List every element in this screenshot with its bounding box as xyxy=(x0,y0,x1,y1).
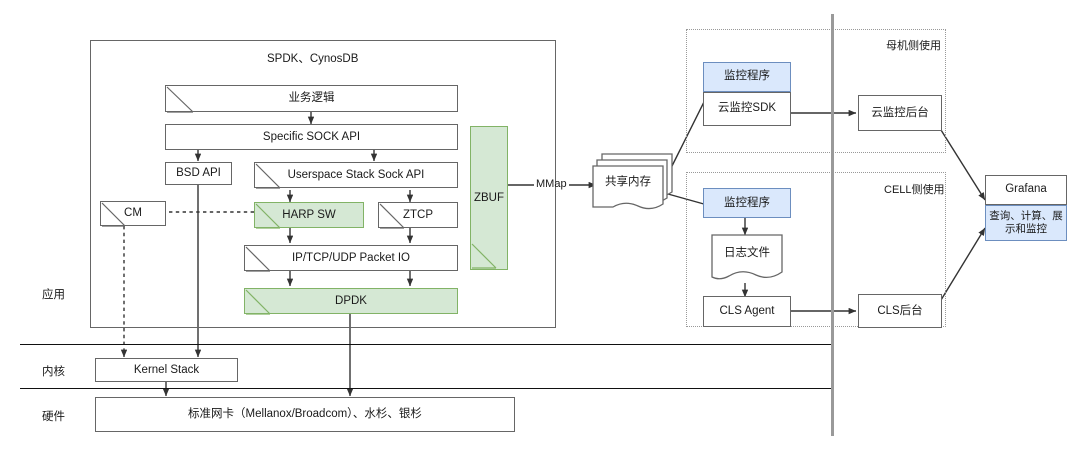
corner-fold-icon xyxy=(245,246,271,272)
corner-fold-icon xyxy=(471,243,497,269)
box-label: 监控程序 xyxy=(724,196,770,209)
box-label: 云监控后台 xyxy=(871,106,929,119)
cloud-monitor-top-row[interactable]: 监控程序 xyxy=(703,62,791,92)
box-grafana-stack[interactable]: Grafana 查询、计算、展示和监控 xyxy=(985,175,1067,241)
box-packet-io[interactable]: IP/TCP/UDP Packet IO xyxy=(244,245,458,272)
box-label: BSD API xyxy=(176,167,221,180)
box-monitor-program-cell[interactable]: 监控程序 xyxy=(703,188,791,218)
box-harp-sw[interactable]: HARP SW xyxy=(254,202,364,229)
box-bsd-api[interactable]: BSD API xyxy=(165,162,232,185)
cloud-monitor-bottom-row[interactable]: 云监控SDK xyxy=(703,92,791,126)
group-host-side xyxy=(686,29,946,153)
grafana-description-row[interactable]: 查询、计算、展示和监控 xyxy=(985,205,1067,241)
box-label: CLS Agent xyxy=(719,305,775,318)
box-label: 标准网卡（Mellanox/Broadcom）、水杉、银杉 xyxy=(188,408,422,421)
group-label-host-side: 母机侧使用 xyxy=(886,40,941,52)
box-cls-backend[interactable]: CLS后台 xyxy=(858,294,942,328)
box-kernel-stack[interactable]: Kernel Stack xyxy=(95,358,238,382)
box-specific-sock-api[interactable]: Specific SOCK API xyxy=(165,124,458,150)
box-label: 业务逻辑 xyxy=(288,92,335,105)
corner-fold-icon xyxy=(166,86,194,113)
vertical-divider xyxy=(831,14,834,436)
spdk-cynosdb-container xyxy=(90,40,556,328)
box-label: Specific SOCK API xyxy=(262,130,361,143)
shape-shared-memory[interactable]: 共享内存 xyxy=(592,152,678,218)
box-label: ZBUF xyxy=(473,191,505,204)
box-label: CLS后台 xyxy=(877,304,923,317)
grafana-title-row[interactable]: Grafana xyxy=(985,175,1067,205)
box-nic[interactable]: 标准网卡（Mellanox/Broadcom）、水杉、银杉 xyxy=(95,397,515,432)
box-label: ZTCP xyxy=(402,208,434,221)
shape-label: 日志文件 xyxy=(724,246,770,259)
box-cm[interactable]: CM xyxy=(100,201,166,227)
mmap-label: MMap xyxy=(536,178,567,190)
box-cloud-monitor-sdk-stack[interactable]: 监控程序 云监控SDK xyxy=(703,62,791,126)
corner-fold-icon xyxy=(255,203,281,229)
box-cls-agent[interactable]: CLS Agent xyxy=(703,296,791,327)
box-label: CM xyxy=(124,207,142,220)
box-label: Kernel Stack xyxy=(133,363,200,376)
corner-fold-icon xyxy=(245,289,271,315)
layer-divider-kernel-hardware xyxy=(20,388,832,389)
box-label: DPDK xyxy=(335,294,367,307)
box-userspace-stack-sock-api[interactable]: Userspace Stack Sock API xyxy=(254,162,458,189)
group-label-cell-side: CELL侧使用 xyxy=(884,184,945,196)
box-label: HARP SW xyxy=(282,208,336,221)
container-title: SPDK、CynosDB xyxy=(267,53,359,65)
corner-fold-icon xyxy=(379,203,405,229)
group-cell-side xyxy=(686,172,946,327)
box-ztcp[interactable]: ZTCP xyxy=(378,202,458,229)
corner-fold-icon xyxy=(101,202,126,227)
corner-fold-icon xyxy=(255,163,281,189)
layer-divider-app-kernel xyxy=(20,344,832,345)
box-dpdk[interactable]: DPDK xyxy=(244,288,458,315)
shape-log-file[interactable]: 日志文件 xyxy=(711,234,783,284)
layer-label-kernel: 内核 xyxy=(42,366,65,378)
box-zbuf[interactable]: ZBUF xyxy=(470,126,508,270)
layer-label-application: 应用 xyxy=(42,289,65,301)
box-label: Userspace Stack Sock API xyxy=(287,168,425,181)
shape-label: 共享内存 xyxy=(605,175,651,188)
box-label: IP/TCP/UDP Packet IO xyxy=(291,251,410,264)
layer-label-hardware: 硬件 xyxy=(42,411,65,423)
box-cloud-monitor-backend[interactable]: 云监控后台 xyxy=(858,95,942,131)
box-business-logic[interactable]: 业务逻辑 xyxy=(165,85,458,113)
